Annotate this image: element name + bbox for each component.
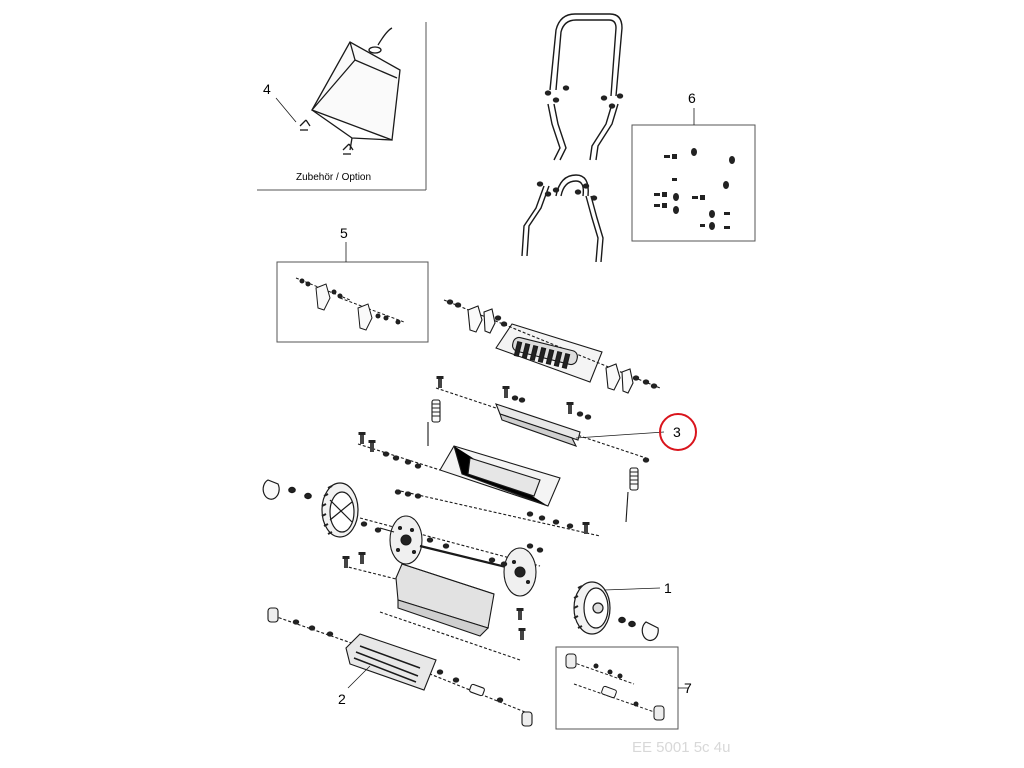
callout-3-leader (575, 431, 665, 439)
bearing-kit-box: 7 (555, 646, 692, 730)
handle-assembly (521, 13, 623, 263)
grass-deflector (357, 443, 601, 537)
handle-hardware-box: 6 (631, 90, 756, 242)
right-wheel (573, 581, 659, 642)
blade-roller (343, 563, 521, 661)
watermark: EE 5001 5c 4u (632, 739, 730, 756)
callout-6: 6 (688, 90, 696, 106)
bracket-icon (295, 277, 405, 331)
bearing-icon (565, 653, 665, 721)
rear-roller-assembly (443, 299, 661, 394)
callout-5: 5 (340, 225, 348, 241)
grass-catcher-icon (299, 27, 401, 155)
callout-3: 3 (673, 424, 681, 440)
callout-1: 1 (664, 580, 672, 596)
exploded-parts-diagram (240, 0, 784, 768)
reel-drive-assembly (359, 515, 541, 597)
bracket-kit-box: 5 (276, 225, 429, 343)
handle-fasteners (536, 85, 624, 201)
cutting-reel (267, 607, 533, 727)
optional-caption: Zubehör / Option (296, 172, 371, 183)
callout-4: 4 (263, 81, 271, 97)
left-wheel (262, 479, 359, 538)
hardware-icon (654, 148, 735, 230)
callout-1-leader (603, 587, 661, 591)
callout-2-leader (347, 665, 371, 689)
callout-7: 7 (684, 680, 692, 696)
grass-catcher-box: Zubehör / Option 4 (257, 22, 427, 191)
callout-2: 2 (338, 691, 346, 707)
highlight-ring (659, 413, 697, 451)
cutter-bar (427, 387, 647, 523)
